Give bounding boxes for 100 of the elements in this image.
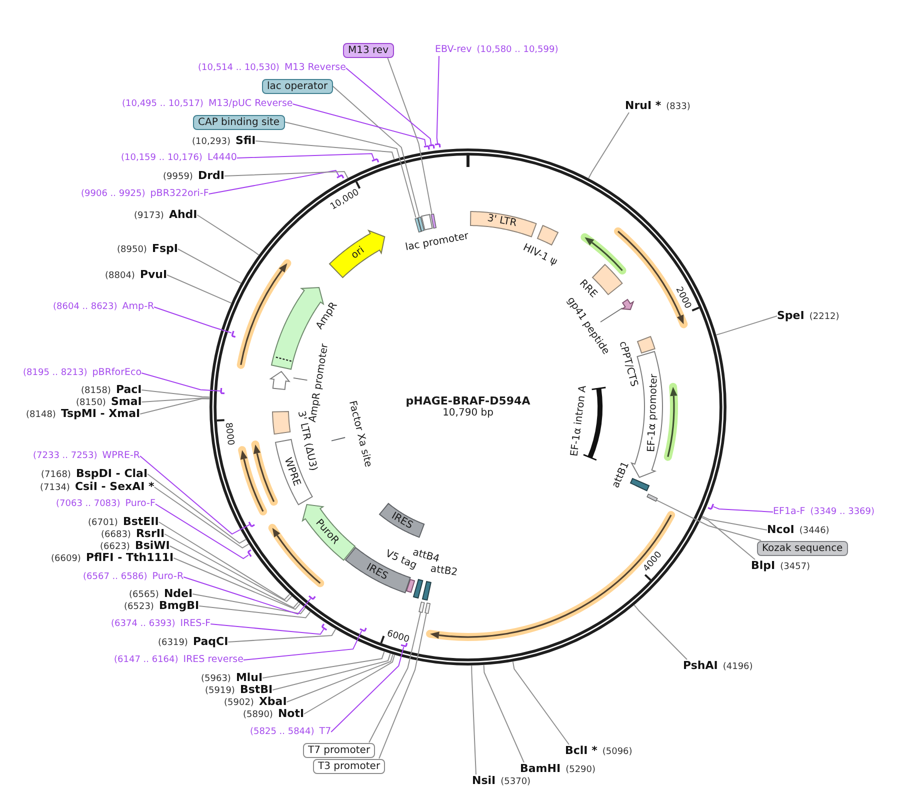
leader-line (286, 654, 394, 702)
restriction-site-label: (5963) MluI (201, 672, 263, 684)
feature-box: lac promoter (404, 213, 470, 254)
feature-mark (418, 600, 426, 613)
primer-mark (358, 627, 367, 632)
restriction-site-label: (7168) BspDI - ClaI (41, 468, 148, 480)
feature-callout: lac operator (262, 78, 333, 94)
primer-mark (248, 520, 256, 528)
primer-label: (9906 .. 9925) pBR322ori-F (81, 188, 209, 200)
primer-label: EF1a-F (3349 .. 3369) (773, 506, 875, 518)
feature-tick: Factor Xa site (330, 400, 374, 468)
leader-line (712, 506, 774, 512)
restriction-site-label: PshAI (4196) (683, 660, 753, 672)
leader-line (169, 546, 299, 608)
leader-line (262, 651, 385, 678)
restriction-site-label: (5902) XbaI (224, 696, 287, 708)
restriction-site-label: (9173) AhdI (134, 208, 198, 222)
feature-box: attB1 (610, 460, 650, 492)
restriction-site-label: (6683) RsrII (101, 528, 165, 540)
restriction-site-label: NruI * (833) (625, 100, 690, 112)
restriction-site-label: (7134) CsiI - SexAI * (40, 480, 154, 494)
primer-mark (428, 144, 435, 150)
feature-mark (430, 213, 437, 230)
leader-line (701, 517, 756, 560)
primer-label: (7063 .. 7083) Puro-F (56, 498, 156, 510)
restriction-site-label: NcoI (3446) (767, 524, 830, 536)
primer-label: (6374 .. 6393) IRES-F (111, 618, 211, 630)
primer-mark (220, 387, 226, 395)
leader-line (588, 112, 630, 179)
leader-line (368, 612, 422, 743)
restriction-site-label: (6609) PflFI - Tth111I (51, 552, 174, 564)
leader-line (147, 474, 246, 544)
primer-mark (370, 158, 380, 164)
feature-callout: T7 promoter (303, 742, 376, 758)
primer-label: (10,514 .. 10,530) M13 Reverse (198, 62, 346, 74)
restriction-site-label: (5890) NotI (243, 708, 304, 720)
primer-mark (400, 642, 408, 648)
leader-line (224, 170, 348, 179)
primer-label: (7233 .. 7253) WPRE-R (33, 450, 140, 462)
primer-label: (5825 .. 5844) T7 (250, 726, 332, 738)
leader-line (483, 664, 524, 763)
primer-label: (6567 .. 6586) Puro-R (83, 571, 184, 583)
restriction-site-label: (8804) PvuI (105, 268, 168, 282)
leader-line (154, 306, 232, 334)
feature-callout: CAP binding site (193, 114, 285, 130)
leader-line (345, 68, 432, 146)
primer-label: (6147 .. 6164) IRES reverse (114, 654, 244, 666)
primer-mark (707, 502, 715, 510)
restriction-site-label: (5919) BstBI (205, 684, 273, 696)
restriction-site-label: SpeI (2212) (777, 310, 840, 322)
restriction-site-label: (6565) NdeI (129, 588, 193, 600)
feature-box: attB2 (421, 564, 459, 602)
leader-line (166, 274, 232, 304)
leader-line (242, 630, 362, 660)
leader-line (228, 628, 336, 642)
leader-line (236, 153, 374, 160)
leader-line (255, 140, 395, 160)
leader-line (332, 86, 420, 218)
leader-line (154, 486, 250, 549)
leader-line (471, 665, 476, 775)
primer-mark (246, 549, 252, 558)
leader-line (702, 516, 768, 530)
primer-mark (434, 143, 442, 149)
primer-mark (422, 145, 430, 150)
leader-line (141, 390, 210, 398)
restriction-site-label: (8950) FspI (117, 242, 178, 256)
restriction-site-label: (8150) SmaI (76, 396, 142, 408)
plasmid-size: 10,790 bp (442, 407, 494, 420)
leader-line (164, 534, 292, 602)
leader-line (208, 170, 340, 194)
leader-line (656, 500, 762, 541)
leader-line (154, 504, 249, 560)
leader-line (634, 604, 688, 660)
primer-mark (336, 174, 344, 180)
primer-mark (320, 622, 328, 631)
feature-box: IRES (378, 502, 426, 539)
leader-line (716, 316, 778, 336)
leader-line (173, 558, 301, 610)
leader-line (272, 653, 391, 690)
primer-label: (8195 .. 8213) pBRforEco (23, 367, 142, 379)
tick-label: 8000 (222, 422, 235, 446)
restriction-site-label: (10,293) SfiI (192, 134, 256, 148)
tick-label: 6000 (385, 629, 410, 646)
feature-mark (414, 216, 422, 233)
primer-mark (308, 595, 316, 600)
leader-line (158, 522, 290, 600)
leader-line (378, 612, 427, 759)
leader-line (141, 372, 222, 392)
leader-line (141, 398, 210, 402)
restriction-site-label: BamHI (5290) (520, 762, 596, 776)
leader-line (192, 594, 306, 614)
restriction-site-label: (6523) BmgBI (124, 600, 200, 612)
primer-label: (8604 .. 8623) Amp-R (53, 301, 154, 313)
restriction-site-label: (6623) BsiWI (100, 540, 170, 552)
leader-line (210, 624, 324, 635)
leader-line (292, 104, 426, 146)
leader-line (436, 56, 440, 144)
plasmid-name: pHAGE-BRAF-D594A (406, 394, 530, 408)
leader-line (140, 398, 210, 414)
restriction-site-label: (8158) PacI (81, 384, 142, 396)
